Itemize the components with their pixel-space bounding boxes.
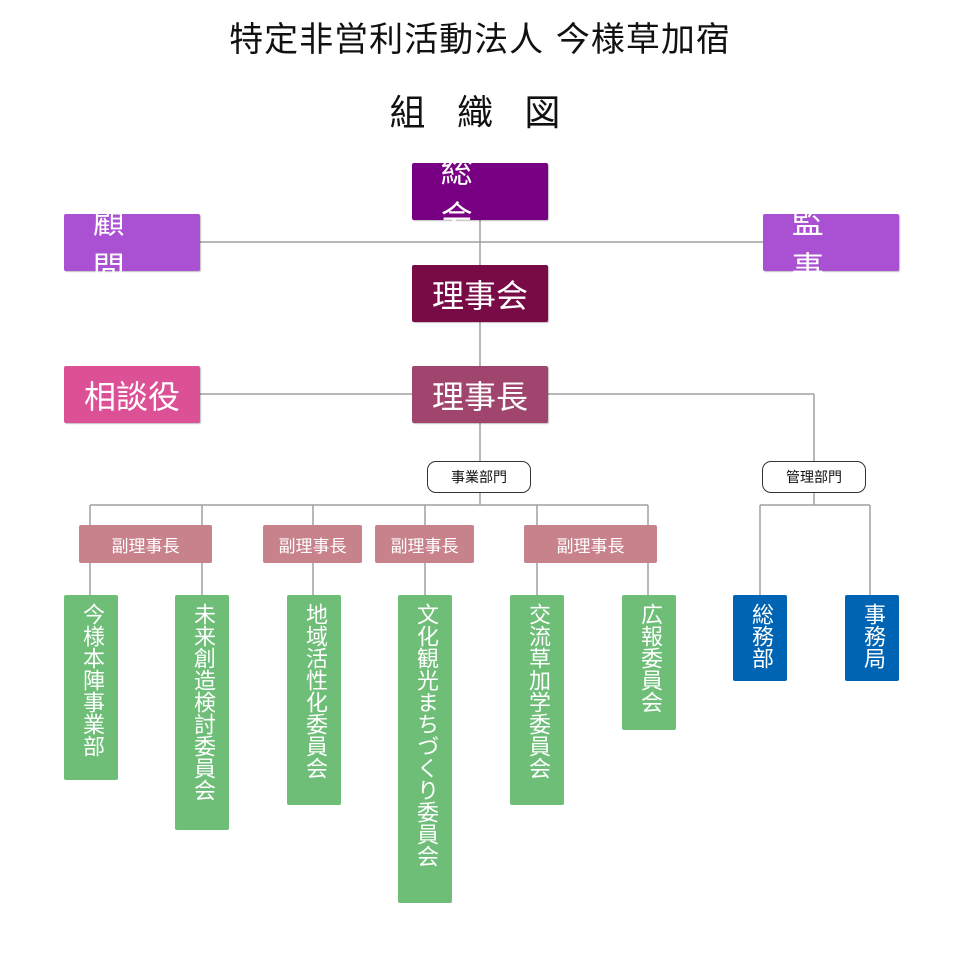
vice-president-label: 副理事長 (111, 536, 180, 557)
admin-unit-box: 事務局 (845, 595, 899, 681)
auditor-box: 監事 (763, 203, 899, 287)
page-title: 特定非営利活動法人 今様草加宿 (229, 20, 731, 60)
admin-unit-label: 総務部 (748, 603, 773, 669)
committee-box: 広報委員会 (622, 595, 676, 730)
vice-president-box: 副理事長 (263, 525, 362, 563)
chairman-label: 理事長 (431, 377, 528, 416)
committee-box: 地域活性化委員会 (287, 595, 341, 805)
vice-president-label: 副理事長 (556, 536, 625, 557)
vice-president-label: 副理事長 (278, 536, 347, 557)
committee-box: 今様本陣事業部 (64, 595, 118, 780)
diagram-subtitle: 組 織 図 (389, 93, 571, 134)
committee-box: 未来創造検討委員会 (175, 595, 229, 830)
committee-label: 文化観光まちづくり委員会 (413, 603, 438, 867)
vice-president-box: 副理事長 (375, 525, 474, 563)
committee-label: 交流草加学委員会 (525, 603, 550, 779)
vice-president-box: 副理事長 (524, 525, 657, 563)
management-division-pill: 管理部門 (762, 461, 866, 493)
vice-president-box: 副理事長 (79, 525, 212, 563)
business-division-label: 事業部門 (451, 470, 507, 486)
committee-label: 広報委員会 (637, 603, 662, 713)
vice-president-label: 副理事長 (390, 536, 459, 557)
committee-box: 交流草加学委員会 (510, 595, 564, 805)
admin-unit-box: 総務部 (733, 595, 787, 681)
auditor-label: 監事 (791, 202, 853, 287)
board-box: 理事会 (412, 265, 548, 322)
committee-box: 文化観光まちづくり委員会 (398, 595, 452, 903)
general-meeting-label: 総会 (440, 151, 502, 236)
committee-label: 未来創造検討委員会 (190, 603, 215, 801)
chairman-box: 理事長 (412, 366, 548, 423)
admin-unit-label: 事務局 (860, 603, 885, 669)
consultant-box: 相談役 (64, 366, 200, 423)
business-division-pill: 事業部門 (427, 461, 531, 493)
advisor-box: 顧問 (64, 203, 200, 287)
management-division-label: 管理部門 (786, 470, 842, 486)
general-meeting-box: 総会 (412, 152, 548, 236)
committee-label: 地域活性化委員会 (302, 603, 327, 779)
advisor-label: 顧問 (92, 202, 154, 287)
board-label: 理事会 (431, 276, 528, 315)
consultant-label: 相談役 (83, 377, 180, 416)
committee-label: 今様本陣事業部 (79, 603, 104, 757)
